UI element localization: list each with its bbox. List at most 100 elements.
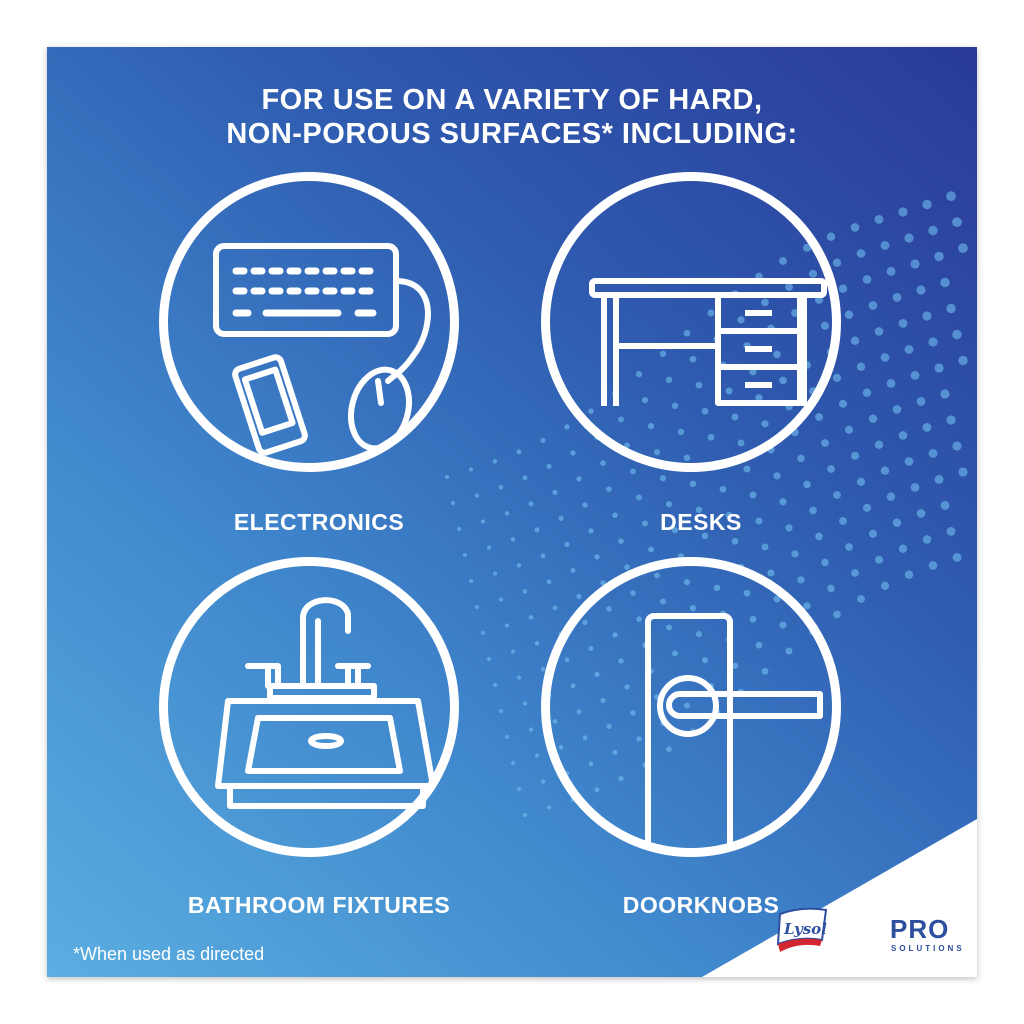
pattern-dot	[898, 207, 908, 217]
pattern-dot	[468, 467, 474, 472]
pattern-dot	[898, 431, 908, 440]
sink-icon	[215, 597, 436, 809]
pattern-dot	[928, 448, 938, 458]
pattern-dot	[946, 526, 956, 536]
pattern-dot	[827, 465, 835, 473]
pattern-dot	[952, 441, 962, 451]
pattern-dot	[451, 501, 455, 505]
pattern-dot	[516, 563, 522, 568]
pattern-dot	[838, 284, 848, 293]
pattern-dot	[958, 467, 968, 477]
pattern-dot	[499, 709, 503, 713]
pattern-dot	[665, 501, 673, 508]
pattern-dot	[523, 813, 527, 817]
pattern-dot	[719, 485, 727, 493]
pattern-dot	[916, 396, 926, 406]
pattern-dot	[493, 683, 497, 687]
pattern-dot	[522, 701, 528, 706]
pattern-dot	[492, 571, 498, 576]
pattern-dot	[582, 502, 588, 508]
pattern-dot	[504, 623, 510, 628]
bathroom-fixtures-circle	[159, 557, 459, 857]
pattern-dot	[576, 593, 582, 599]
pattern-dot	[564, 424, 570, 430]
pattern-dot	[928, 337, 938, 347]
pattern-dot	[958, 243, 968, 254]
pattern-dot	[701, 532, 709, 540]
pattern-dot	[833, 610, 841, 619]
pattern-dot	[510, 649, 516, 654]
pattern-dot	[558, 515, 564, 521]
pattern-dot	[940, 500, 950, 510]
pattern-dot	[910, 259, 920, 269]
pattern-dot	[898, 544, 908, 553]
pattern-dot	[570, 567, 576, 573]
desks-circle	[541, 172, 841, 472]
pattern-dot	[546, 463, 552, 469]
pattern-dot	[457, 527, 461, 531]
pattern-dot	[749, 491, 757, 499]
pattern-dot	[850, 336, 860, 345]
pattern-dot	[725, 511, 733, 519]
pattern-dot	[552, 489, 558, 495]
pattern-dot	[904, 570, 914, 579]
pattern-dot	[570, 450, 576, 456]
pattern-dot	[540, 667, 546, 672]
pattern-dot	[576, 476, 582, 482]
pattern-dot	[934, 363, 944, 373]
desk-icon	[589, 278, 827, 406]
pattern-dot	[498, 597, 504, 602]
pattern-dot	[504, 511, 510, 516]
pattern-dot	[958, 355, 968, 366]
pattern-dot	[475, 605, 479, 609]
pattern-dot	[671, 527, 679, 534]
pattern-dot	[856, 362, 866, 371]
pattern-dot	[528, 501, 534, 507]
surface-label-bathroom-fixtures: BATHROOM FIXTURES	[187, 892, 451, 918]
surface-label-desks: DESKS	[660, 509, 742, 535]
electronics-icon	[213, 243, 431, 456]
pattern-dot	[856, 477, 866, 486]
pattern-dot	[934, 474, 944, 484]
pattern-dot	[922, 535, 932, 544]
pattern-dot	[540, 437, 546, 443]
pattern-dot	[481, 631, 485, 635]
pattern-dot	[803, 480, 811, 489]
pattern-dot	[845, 543, 853, 551]
pattern-dot	[880, 466, 890, 475]
pattern-dot	[594, 554, 600, 560]
pattern-dot	[785, 524, 793, 532]
pattern-dot	[809, 506, 817, 515]
pattern-dot	[630, 468, 636, 475]
surface-label-doorknobs: DOORKNOBS	[622, 892, 780, 918]
pattern-dot	[600, 460, 606, 467]
pattern-dot	[445, 475, 449, 479]
pattern-dot	[791, 550, 799, 558]
pattern-dot	[731, 537, 739, 545]
pattern-dot	[827, 584, 835, 593]
pattern-dot	[868, 529, 878, 538]
pattern-dot	[934, 251, 944, 262]
pattern-dot	[821, 558, 829, 567]
pattern-dot	[755, 517, 763, 525]
pattern-dot	[522, 475, 528, 481]
pattern-dot	[928, 225, 938, 236]
pattern-dot	[928, 561, 938, 570]
pattern-dot	[773, 472, 781, 480]
pattern-dot	[851, 569, 859, 577]
pattern-dot	[564, 541, 570, 547]
pattern-dot	[946, 415, 956, 425]
pattern-dot	[850, 223, 860, 232]
pattern-dot	[874, 327, 884, 336]
pattern-dot	[874, 214, 884, 224]
pattern-dot	[886, 266, 896, 276]
pattern-dot	[833, 491, 841, 499]
pattern-dot	[880, 581, 890, 590]
pattern-dot	[528, 615, 534, 620]
pattern-dot	[922, 311, 932, 321]
pattern-dot	[636, 494, 642, 501]
pattern-dot	[946, 303, 956, 314]
pattern-dot	[940, 277, 950, 288]
pattern-dot	[797, 576, 805, 584]
lysol-logo: Lysol	[776, 907, 827, 952]
